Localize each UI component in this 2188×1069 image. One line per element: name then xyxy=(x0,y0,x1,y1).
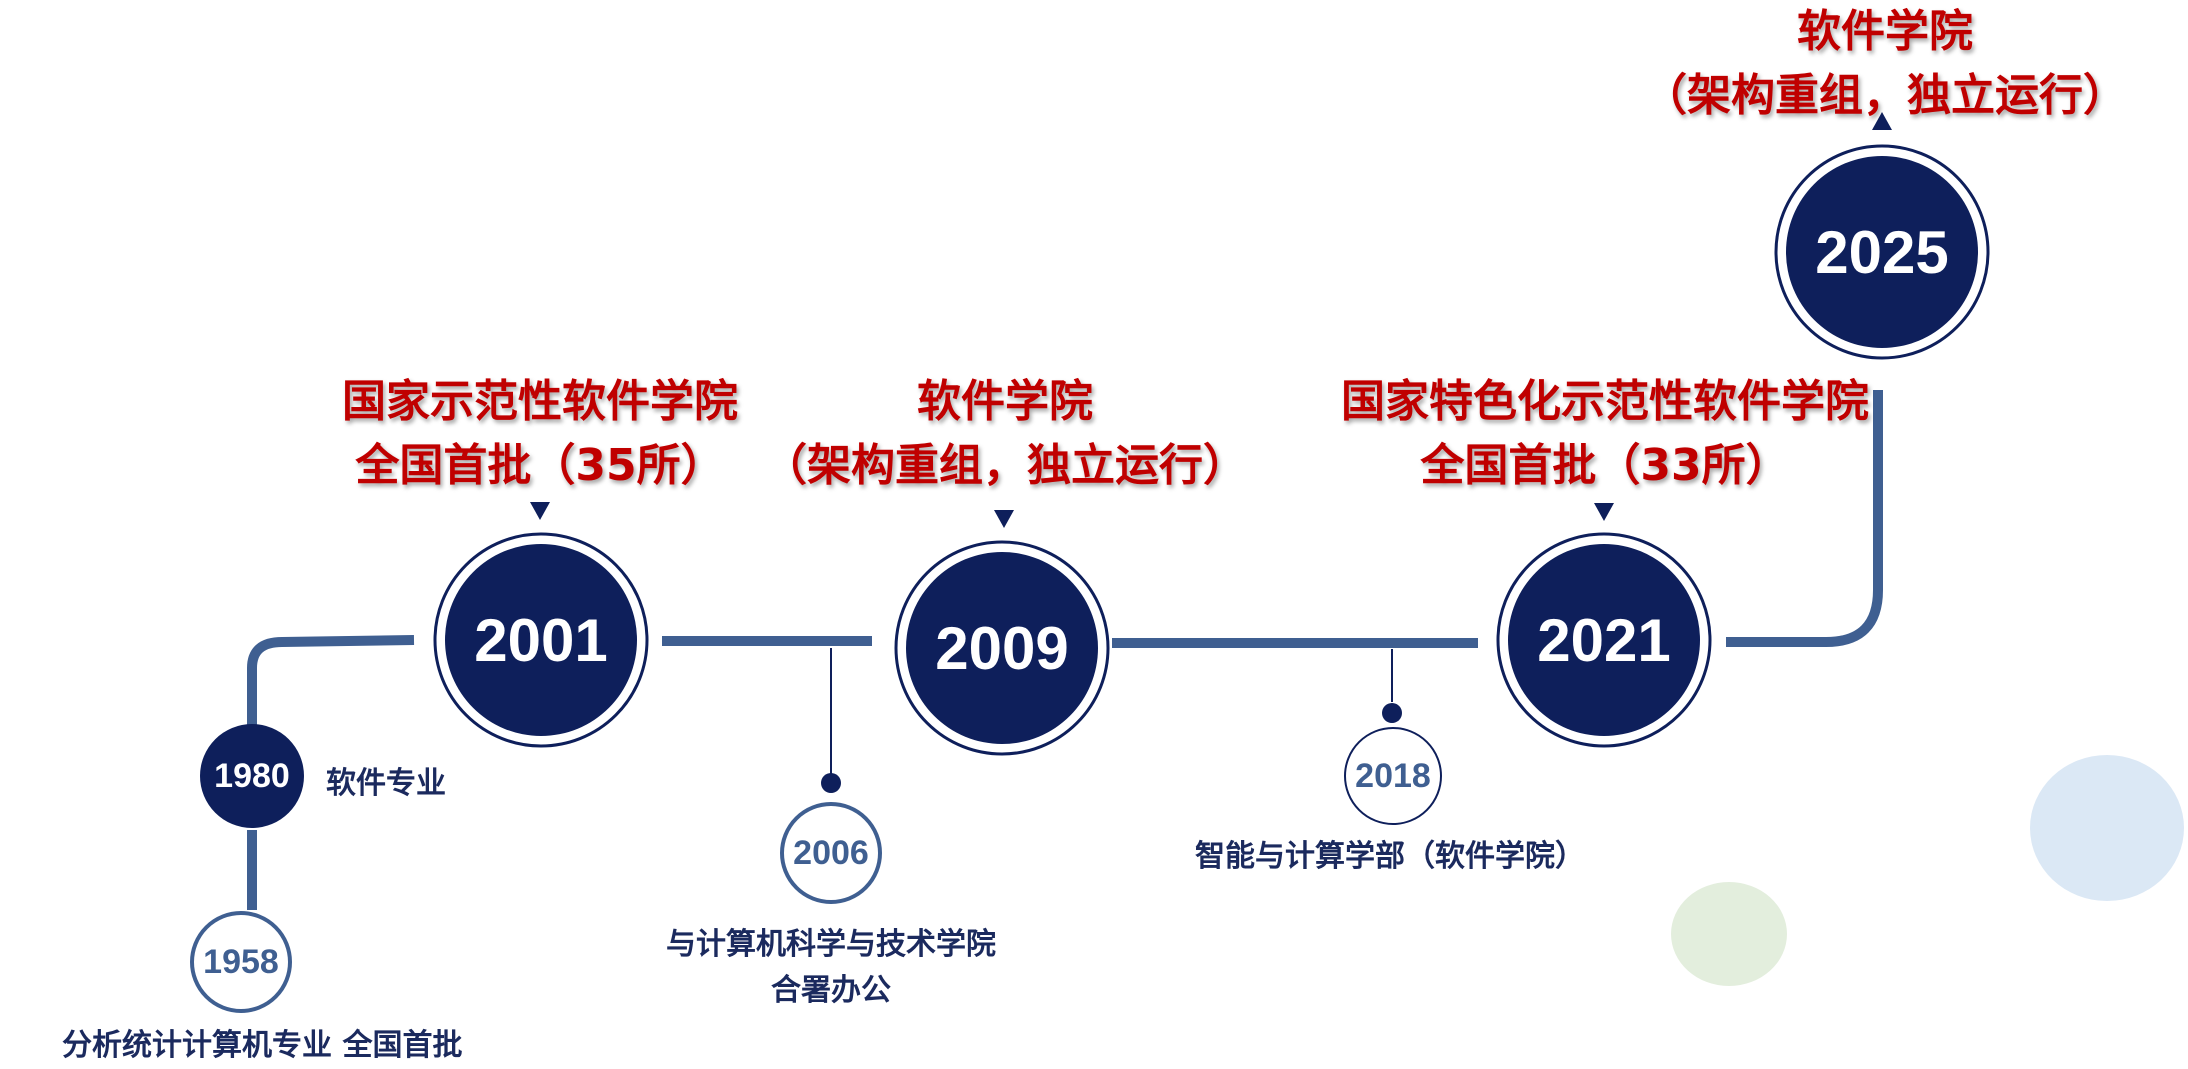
label-2025-line2: （架构重组，独立运行） xyxy=(1643,70,2127,121)
year-circle-1980 xyxy=(200,724,304,828)
decorative-circle-blue xyxy=(2030,755,2184,901)
stem-dot-2018 xyxy=(1382,703,1402,723)
year-circle-2021 xyxy=(1508,544,1700,736)
label-2021: 国家特色化示范性软件学院 全国首批（33所） xyxy=(1300,370,1910,498)
label-2021-line1: 国家特色化示范性软件学院 xyxy=(1341,376,1869,427)
year-circle-2018 xyxy=(1344,727,1442,825)
year-2001: 2001 xyxy=(474,607,608,674)
label-2006: 与计算机科学与技术学院 合署办公 xyxy=(646,922,1016,1014)
label-2001-line2: 全国首批（35所） xyxy=(355,440,725,491)
label-2006-line1: 与计算机科学与技术学院 xyxy=(666,927,996,962)
year-2021: 2021 xyxy=(1537,607,1671,674)
label-2025: 软件学院 （架构重组，独立运行） xyxy=(1620,0,2150,128)
label-1958: 分析统计计算机专业 全国首批 xyxy=(62,1028,463,1063)
year-1958: 1958 xyxy=(203,943,279,981)
pointer-2009 xyxy=(994,510,1014,528)
pointer-2001 xyxy=(530,502,550,520)
label-2001-line1: 国家示范性软件学院 xyxy=(342,376,738,427)
label-2006-line2: 合署办公 xyxy=(771,973,891,1008)
connector-1980-2001 xyxy=(247,635,415,726)
year-circle-2006 xyxy=(780,802,882,904)
year-2018: 2018 xyxy=(1355,757,1431,795)
label-2001: 国家示范性软件学院 全国首批（35所） xyxy=(290,370,790,498)
year-circle-2001 xyxy=(445,544,637,736)
label-2009: 软件学院 （架构重组，独立运行） xyxy=(740,370,1270,498)
label-2018: 智能与计算学部（软件学院） xyxy=(1195,839,1585,874)
year-2009: 2009 xyxy=(935,615,1069,682)
stem-dot-2006 xyxy=(821,773,841,793)
label-2009-line2: （架构重组，独立运行） xyxy=(763,440,1247,491)
label-1980: 软件专业 xyxy=(326,766,446,801)
year-2025: 2025 xyxy=(1815,219,1949,286)
label-2021-line2: 全国首批（33所） xyxy=(1420,440,1790,491)
year-circle-1958 xyxy=(190,911,292,1013)
label-2025-line1: 软件学院 xyxy=(1797,6,1973,57)
connector-2021-2025 xyxy=(1726,390,1883,647)
pointer-2025 xyxy=(1872,112,1892,130)
label-2009-line1: 软件学院 xyxy=(917,376,1093,427)
year-2006: 2006 xyxy=(793,834,869,872)
year-circle-2009 xyxy=(906,552,1098,744)
year-1980: 1980 xyxy=(214,757,290,795)
year-circle-2025 xyxy=(1786,156,1978,348)
decorative-circle-green xyxy=(1671,882,1787,986)
pointer-2021 xyxy=(1594,503,1614,521)
